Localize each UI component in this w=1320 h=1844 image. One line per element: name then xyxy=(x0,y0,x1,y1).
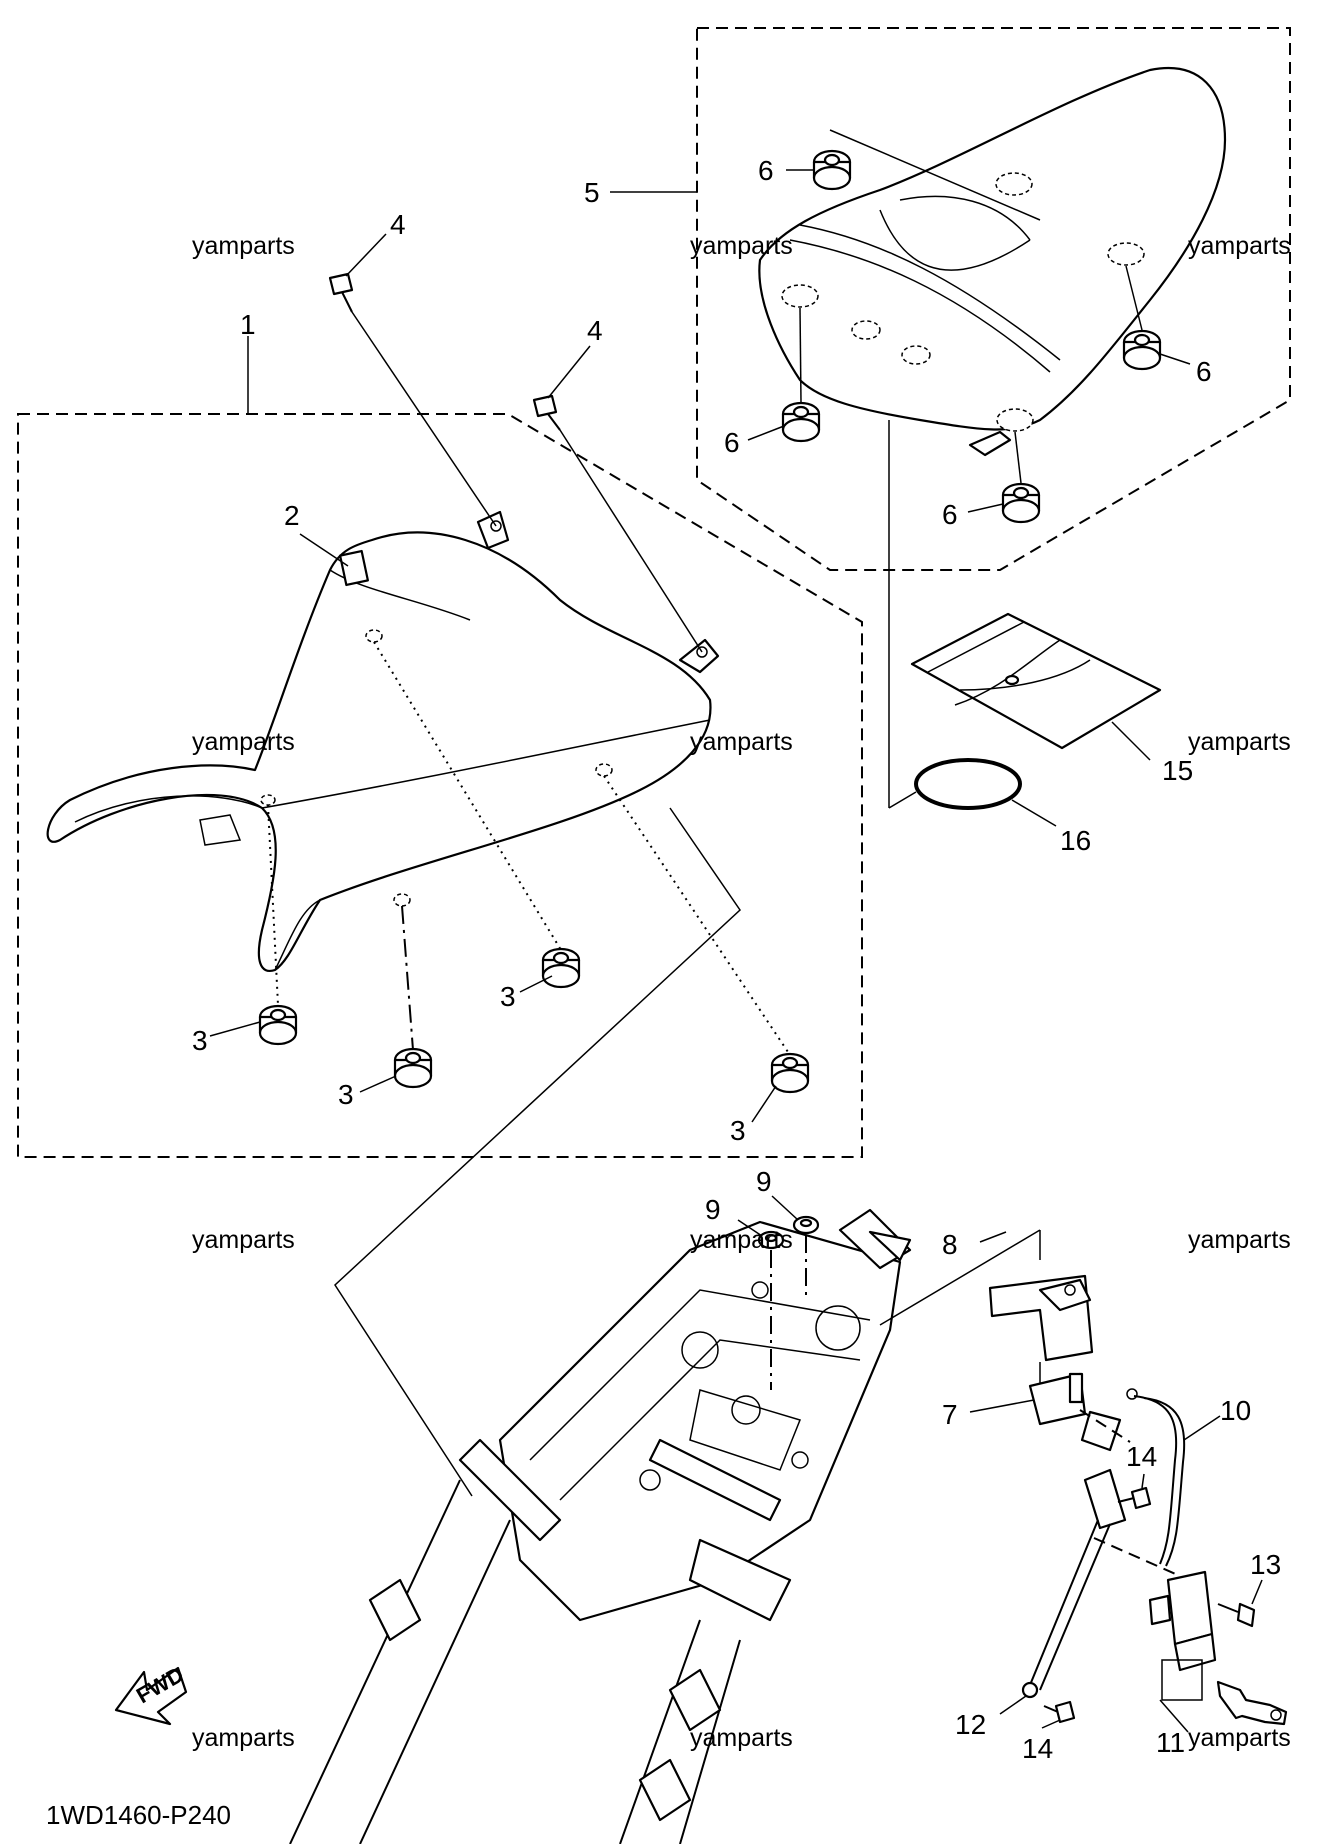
screw-13 xyxy=(1217,1602,1256,1628)
damper-6-b xyxy=(1122,329,1162,371)
callout-3-a: 3 xyxy=(192,1025,208,1056)
cable-10 xyxy=(1126,1388,1186,1567)
main-switch-11 xyxy=(1148,1570,1217,1701)
callout-6-d: 6 xyxy=(942,499,958,530)
callout-13: 13 xyxy=(1250,1549,1281,1580)
fwd-arrow: FWD xyxy=(114,1662,188,1726)
bolt-4-b xyxy=(532,394,561,431)
callout-2: 2 xyxy=(284,500,300,531)
passenger-seat xyxy=(758,67,1227,457)
watermark: yamparts xyxy=(690,1724,793,1752)
bolt-4-a xyxy=(328,272,354,313)
tool-bag xyxy=(910,612,1162,750)
seat-lock-7 xyxy=(1028,1372,1122,1452)
nut-9-a xyxy=(757,1230,785,1250)
nut-9-b xyxy=(792,1215,820,1235)
callout-9-a: 9 xyxy=(705,1194,721,1225)
damper-6-d xyxy=(1001,482,1041,524)
callout-10: 10 xyxy=(1220,1395,1251,1426)
watermark: yamparts xyxy=(690,232,793,260)
watermark: yamparts xyxy=(192,232,295,260)
callout-3-b: 3 xyxy=(338,1079,354,1110)
bolt-4-a-line xyxy=(351,311,497,527)
diagram-code: 1WD1460-P240 xyxy=(46,1800,231,1830)
bolt-14-a xyxy=(1117,1486,1152,1510)
damper-3-d xyxy=(770,1052,810,1094)
callout-6-a: 6 xyxy=(758,155,774,186)
callout-8: 8 xyxy=(942,1229,958,1260)
damper-6-c xyxy=(781,401,821,443)
callout-12: 12 xyxy=(955,1709,986,1740)
group-box-rider-seat xyxy=(17,413,863,1158)
catch-bracket-8 xyxy=(988,1274,1094,1362)
callout-4-a: 4 xyxy=(390,209,406,240)
damper-3-a xyxy=(258,1004,298,1046)
rider-seat xyxy=(46,510,720,973)
watermark: yamparts xyxy=(1188,1724,1291,1752)
damper-6-a xyxy=(812,149,852,191)
callout-labels: 1 2 3 3 3 3 4 4 5 6 6 6 6 7 8 9 9 10 11 … xyxy=(192,155,1281,1764)
seat-mount-leader xyxy=(334,807,741,1497)
callout-14-b: 14 xyxy=(1022,1733,1053,1764)
damper-3-b xyxy=(393,1047,433,1089)
bolt-4-b-line xyxy=(559,429,703,653)
bolt-14-b xyxy=(1043,1700,1076,1724)
watermark: yamparts xyxy=(690,1226,793,1254)
rear-frame xyxy=(289,1208,912,1844)
callout-6-b: 6 xyxy=(1196,356,1212,387)
callout-leaders xyxy=(209,169,1263,1733)
group-box-passenger-seat xyxy=(696,27,1291,571)
callout-15: 15 xyxy=(1162,755,1193,786)
callout-9-b: 9 xyxy=(756,1166,772,1197)
callout-5: 5 xyxy=(584,177,600,208)
watermark: yamparts xyxy=(192,1226,295,1254)
rubber-band xyxy=(914,758,1022,810)
callout-4-b: 4 xyxy=(587,315,603,346)
damper-3-c xyxy=(541,947,581,989)
callout-16: 16 xyxy=(1060,825,1091,856)
watermark: yamparts xyxy=(192,1724,295,1752)
callout-1: 1 xyxy=(240,309,256,340)
watermarks: yamparts yamparts yamparts yamparts yamp… xyxy=(192,232,1291,1752)
callout-6-c: 6 xyxy=(724,427,740,458)
callout-14-a: 14 xyxy=(1126,1441,1157,1472)
callout-3-d: 3 xyxy=(730,1115,746,1146)
watermark: yamparts xyxy=(1188,728,1291,756)
seat-lock-catch xyxy=(339,549,369,587)
lock-bracket-12 xyxy=(1021,1468,1127,1699)
callout-3-c: 3 xyxy=(500,981,516,1012)
callout-7: 7 xyxy=(942,1399,958,1430)
watermark: yamparts xyxy=(1188,1226,1291,1254)
watermark: yamparts xyxy=(192,728,295,756)
watermark: yamparts xyxy=(1188,232,1291,260)
callout-11: 11 xyxy=(1156,1727,1185,1758)
key xyxy=(1216,1680,1288,1726)
watermark: yamparts xyxy=(690,728,793,756)
